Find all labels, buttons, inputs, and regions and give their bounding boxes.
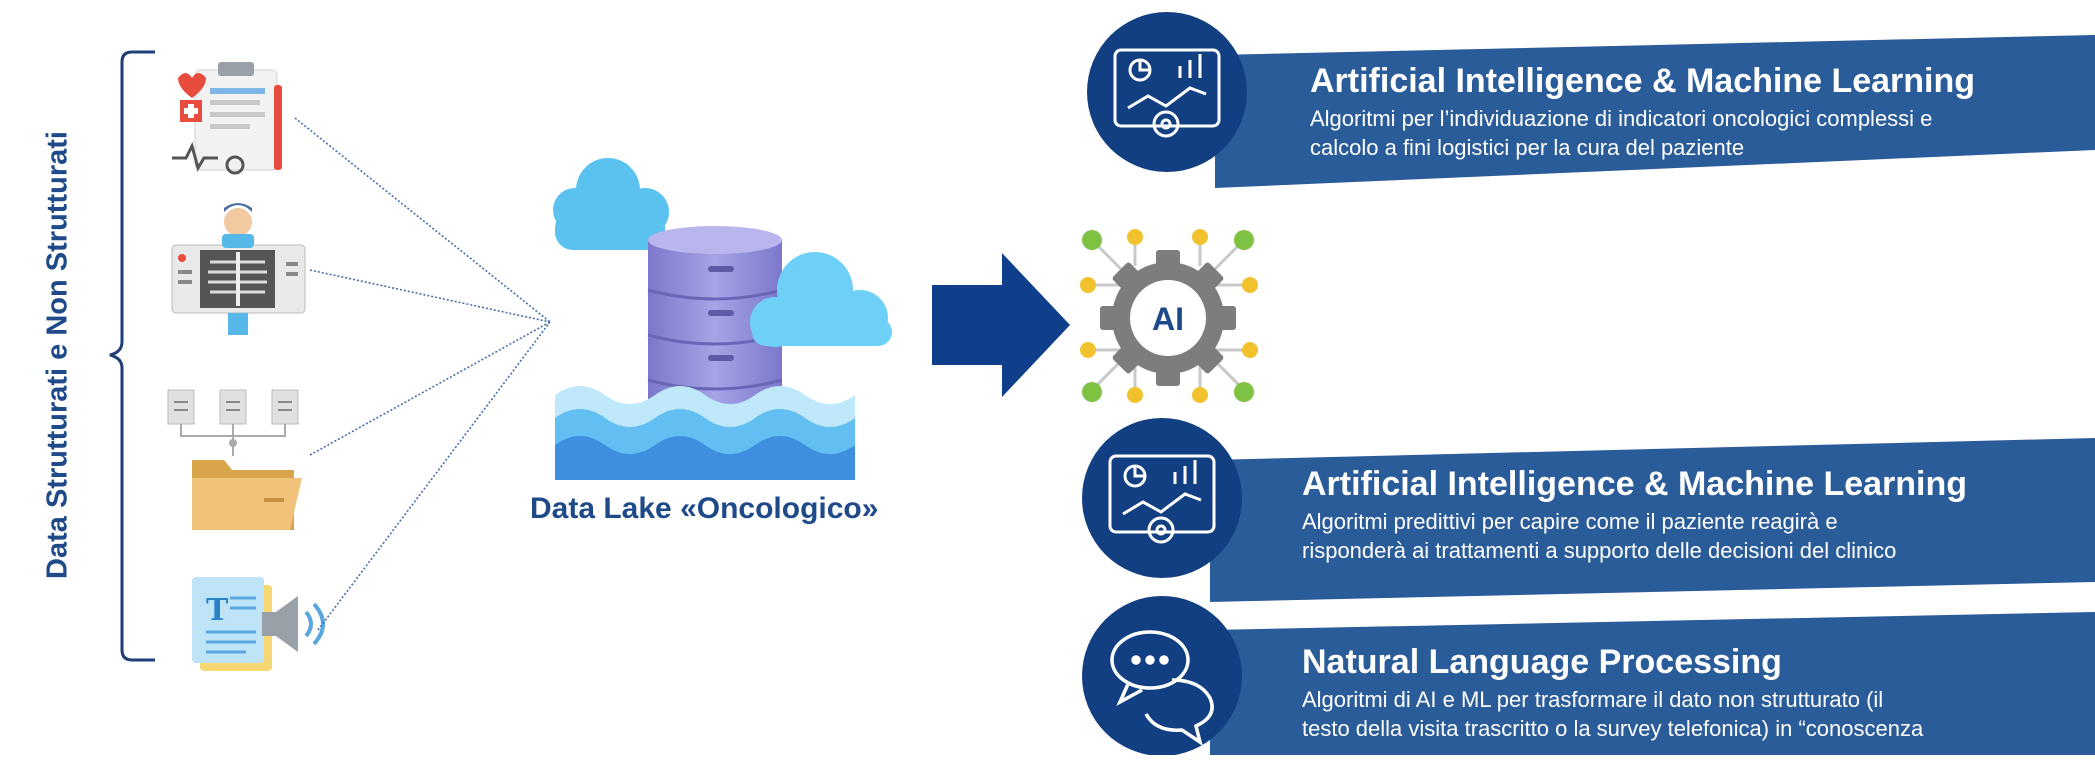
side-label: Data Strutturati e Non Strutturati — [41, 131, 74, 579]
analytics-gear-icon — [1113, 48, 1221, 138]
banner-desc-line: Algoritmi di AI e ML per trasformare il … — [1302, 687, 1884, 713]
chat-bubbles-icon — [1110, 630, 1214, 746]
flow-arrow — [932, 253, 1070, 397]
ai-gear-label: AI — [1152, 301, 1184, 337]
text-to-speech-icon: T — [192, 577, 325, 671]
banner-desc-line: Algoritmi per l’individuazione di indica… — [1310, 106, 1933, 132]
banner-title: Artificial Intelligence & Machine Learni… — [1302, 465, 1968, 503]
medical-record-icon — [172, 62, 282, 175]
banner-description: Algoritmi di AI e ML per trasformare il … — [1302, 686, 1923, 743]
banner-description: Algoritmi predittivi per capire come il … — [1302, 508, 1967, 565]
svg-text:T: T — [206, 593, 229, 628]
left-bracket — [109, 50, 155, 662]
analytics-gear-icon — [1108, 454, 1216, 544]
banner-desc-line: testo della visita trascritto o la surve… — [1302, 715, 1924, 741]
data-lake-label: Data Lake «Oncologico» — [530, 492, 879, 525]
connector-lines — [294, 117, 551, 631]
banner-ai-ml-2 — [1082, 418, 2095, 602]
banner-2-text: Artificial Intelligence & Machine Learni… — [1302, 465, 1967, 565]
banner-desc-line: Algoritmi predittivi per capire come il … — [1302, 509, 1838, 535]
banner-3-text: Natural Language Processing Algoritmi di… — [1302, 643, 1923, 743]
banner-1-text: Artificial Intelligence & Machine Learni… — [1310, 62, 1975, 162]
folder-files-icon — [167, 389, 302, 530]
banner-desc-line: risponderà ai trattamenti a supporto del… — [1302, 537, 1897, 563]
banner-ai-ml-1 — [1087, 12, 2095, 188]
banner-title: Natural Language Processing — [1302, 643, 1782, 681]
data-lake-icon — [553, 158, 892, 480]
ai-gear-icon: AI — [1080, 229, 1258, 403]
banner-desc-line: calcolo a fini logistici per la cura del… — [1310, 134, 1745, 160]
banner-nlp — [1082, 596, 2095, 756]
banner-description: Algoritmi per l’individuazione di indica… — [1310, 105, 1975, 162]
xray-icon — [171, 203, 306, 335]
banner-title: Artificial Intelligence & Machine Learni… — [1310, 62, 1976, 100]
